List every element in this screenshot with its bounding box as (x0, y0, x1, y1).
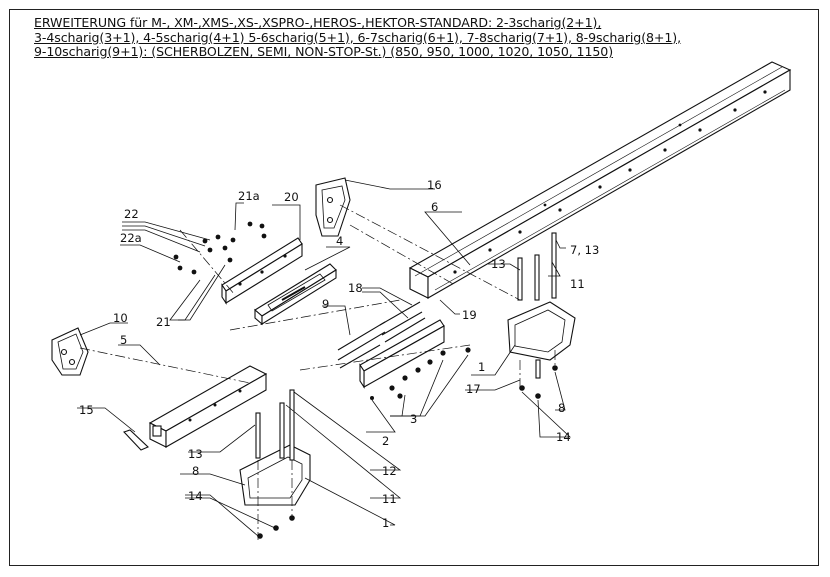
label-8-left: 8 (192, 464, 199, 478)
support-bracket-1-right (507, 232, 576, 399)
label-20: 20 (284, 190, 299, 204)
support-bracket-1-left (239, 389, 311, 539)
label-15: 15 (79, 403, 94, 417)
title-line-2: 3-4scharig(3+1), 4-5scharig(4+1) 5-6scha… (34, 29, 682, 45)
short-frame-beam (148, 365, 268, 448)
clamp-plate-20 (221, 237, 303, 305)
label-18: 18 (348, 281, 363, 295)
label-1-right: 1 (478, 360, 485, 374)
part-number-labels: 16 6 20 21a 22 22a 4 21 10 5 15 13 8 14 … (79, 178, 599, 530)
label-11-right: 11 (570, 277, 585, 291)
label-10: 10 (113, 311, 128, 325)
label-22: 22 (124, 207, 139, 221)
label-2: 2 (382, 434, 389, 448)
label-3: 3 (410, 412, 417, 426)
label-21a: 21a (238, 189, 260, 203)
bracket-10 (51, 327, 89, 376)
label-9: 9 (322, 297, 329, 311)
label-6: 6 (431, 200, 438, 214)
clamp-assembly-2-18 (337, 301, 471, 400)
title-line-3: 9-10scharig(9+1): (SCHERBOLZEN, SEMI, NO… (34, 44, 614, 59)
label-14-left: 14 (188, 489, 203, 503)
label-17: 17 (466, 382, 481, 396)
label-13-left: 13 (188, 447, 203, 461)
label-4: 4 (336, 234, 343, 248)
label-19: 19 (462, 308, 477, 322)
label-8-right: 8 (558, 401, 565, 415)
drawing-title: ERWEITERUNG für M-, XM-,XMS-,XS-,XSPRO-,… (34, 15, 804, 60)
screw-cluster-22 (173, 221, 267, 275)
bracket-16 (315, 177, 351, 237)
label-13-right: 13 (491, 257, 506, 271)
label-11-left: 11 (382, 492, 397, 506)
leader-lines (77, 179, 572, 537)
drawing-frame (9, 9, 819, 566)
label-22a: 22a (120, 231, 142, 245)
title-line-1: ERWEITERUNG für M-, XM-,XMS-,XS-,XSPRO-,… (34, 15, 602, 30)
label-21: 21 (156, 315, 171, 329)
cover-plate-15 (123, 429, 149, 451)
label-5: 5 (120, 333, 127, 347)
main-frame-beam (408, 61, 792, 299)
label-16: 16 (427, 178, 442, 192)
label-1-left: 1 (382, 516, 389, 530)
label-12: 12 (382, 464, 397, 478)
label-7-13: 7, 13 (570, 243, 599, 257)
label-14-right: 14 (556, 430, 571, 444)
clamp-plate-4 (254, 263, 337, 326)
